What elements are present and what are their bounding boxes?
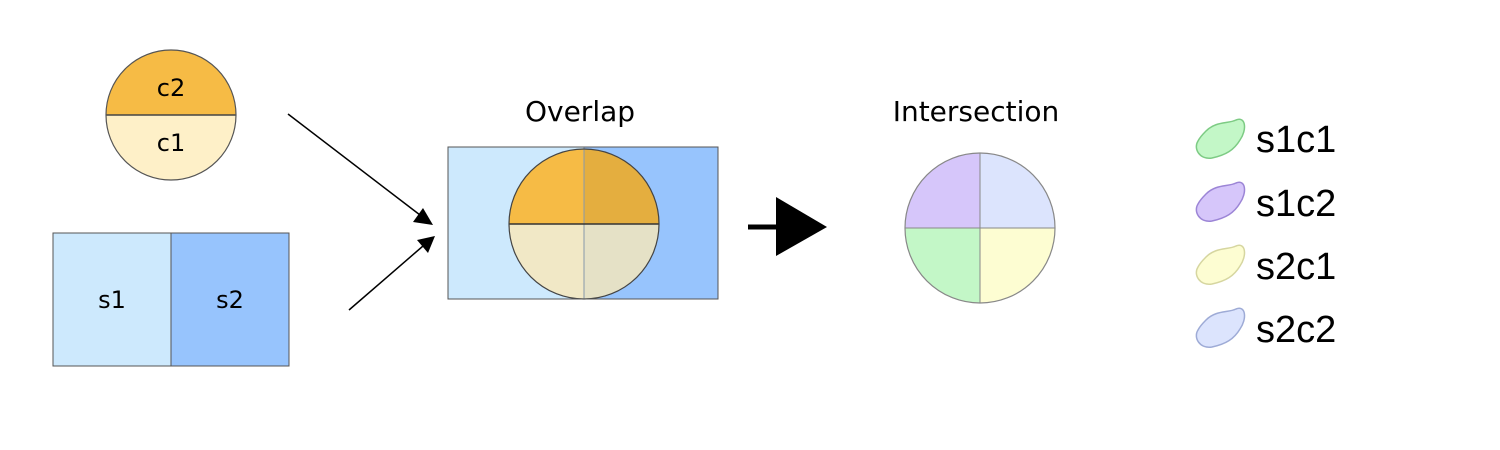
legend: s1c1 s1c2 s2c1 s2c2 <box>1195 118 1336 351</box>
result-arrowhead <box>776 197 827 256</box>
arrow-from-circle <box>287 113 421 216</box>
intersection-s2c1 <box>980 228 1055 303</box>
intersection-s2c2 <box>980 153 1055 228</box>
legend-swatch-s2c1 <box>1195 244 1246 285</box>
intersection-panel: Intersection <box>893 95 1060 304</box>
legend-swatch-s2c2 <box>1195 307 1246 348</box>
input-square: s1 s2 <box>52 232 290 367</box>
square-right-half <box>170 232 290 367</box>
legend-item-s2c1: s2c1 <box>1195 244 1336 288</box>
legend-item-s2c2: s2c2 <box>1195 307 1336 351</box>
result-arrow <box>748 197 827 256</box>
legend-label-s1c1: s1c1 <box>1256 119 1336 161</box>
arrowhead-from-square <box>417 236 435 253</box>
legend-label-s1c2: s1c2 <box>1256 183 1336 225</box>
legend-swatch-s1c2 <box>1195 181 1246 222</box>
legend-label-s2c2: s2c2 <box>1256 309 1336 351</box>
intersection-s1c1 <box>905 228 980 303</box>
square-left-half <box>52 232 172 367</box>
arrowhead-from-circle <box>413 208 433 225</box>
converging-arrows <box>287 113 435 311</box>
legend-swatch-s1c1 <box>1195 118 1246 159</box>
legend-item-s1c1: s1c1 <box>1195 118 1336 161</box>
arrow-from-square <box>348 245 424 311</box>
legend-item-s1c2: s1c2 <box>1195 181 1336 225</box>
square-right-label: s2 <box>216 286 244 314</box>
input-circle: c2 c1 <box>105 49 237 181</box>
overlap-title: Overlap <box>525 95 635 128</box>
circle-top-label: c2 <box>157 74 185 102</box>
intersection-s1c2 <box>905 153 980 228</box>
intersection-title: Intersection <box>893 95 1060 128</box>
square-left-label: s1 <box>98 286 126 314</box>
overlap-panel: Overlap <box>447 95 719 300</box>
legend-label-s2c1: s2c1 <box>1256 246 1336 288</box>
circle-bottom-label: c1 <box>157 129 185 157</box>
